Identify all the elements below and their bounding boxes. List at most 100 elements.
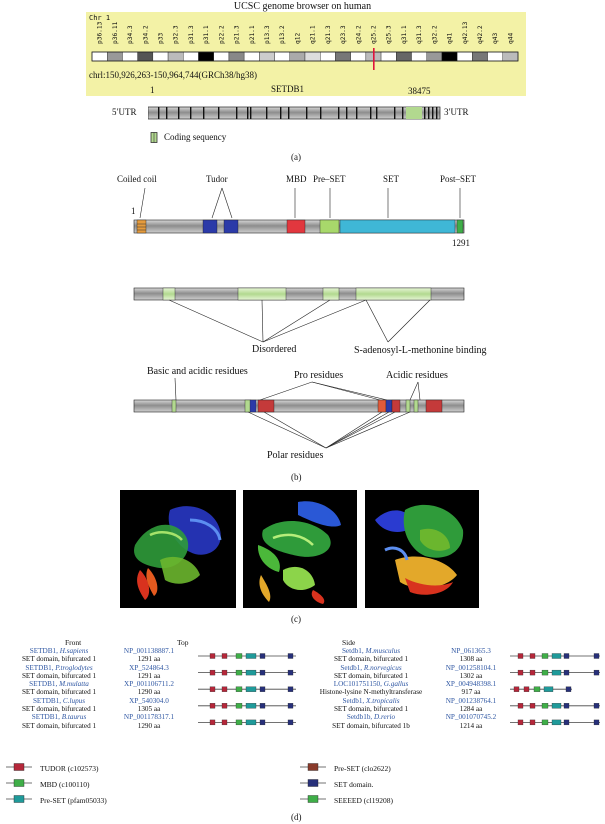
protein-domain-diagram bbox=[133, 187, 465, 234]
ortholog-description: SET domain, bifurcated 1 bbox=[21, 655, 97, 664]
ortholog-name[interactable]: Setdb1, X.tropicalis bbox=[342, 696, 400, 705]
ortholog-description: SET domain, bifurcated 1 bbox=[21, 671, 97, 680]
band-label: p13.2 bbox=[279, 25, 286, 44]
three-prime-utr-label: 3′UTR bbox=[444, 107, 469, 117]
ortholog-name[interactable]: Setdb1, R.norvegicus bbox=[340, 663, 402, 672]
ortholog-name[interactable]: SETDB1, C.lupus bbox=[32, 696, 86, 705]
view-label-front: Front bbox=[65, 638, 82, 647]
exon-mark bbox=[436, 107, 438, 119]
ucsc-header: UCSC genome browser on human bbox=[233, 1, 372, 12]
chromosome-band bbox=[502, 51, 519, 62]
panel-c-caption: (c) bbox=[291, 614, 301, 624]
domain-box bbox=[541, 669, 549, 676]
band-label: p21.3 bbox=[234, 25, 241, 44]
domain-box bbox=[565, 686, 572, 692]
protein-length: 1302 aa bbox=[459, 671, 483, 680]
legend-item: SET domain. bbox=[300, 774, 373, 792]
band-label: q31.3 bbox=[416, 25, 423, 44]
legend-label: Pre-SET (pfam05033) bbox=[40, 796, 107, 805]
accession-link[interactable]: NP_061365.3 bbox=[451, 647, 491, 655]
protein-start-number: 1 bbox=[131, 206, 136, 216]
domain-box bbox=[593, 669, 600, 676]
accession-link[interactable]: NP_001178317.1 bbox=[123, 713, 175, 722]
accession-link[interactable]: NP_001070745.2 bbox=[445, 713, 497, 722]
legend-label: SET domain. bbox=[334, 780, 374, 789]
exon-mark bbox=[306, 107, 308, 119]
band-label: p36.11 bbox=[112, 21, 119, 44]
ortholog-description: Histone-lysine N-methyltransferase bbox=[319, 688, 423, 697]
domain-box bbox=[529, 669, 536, 676]
domain-box bbox=[287, 703, 294, 709]
legend-swatch-icon bbox=[300, 779, 326, 788]
accession-link[interactable]: XP_540304.0 bbox=[129, 696, 169, 705]
ortholog-description: SET domain, bifurcated 1 bbox=[333, 655, 409, 664]
gene-end-number: 38475 bbox=[408, 86, 431, 96]
chromosome-band bbox=[167, 51, 184, 62]
domain-box bbox=[541, 719, 549, 726]
legend-swatch-icon bbox=[300, 763, 326, 772]
domain-box bbox=[551, 653, 562, 659]
chromosome-band bbox=[320, 51, 336, 62]
domain-box bbox=[563, 669, 570, 676]
exon-mark bbox=[346, 107, 348, 119]
ortholog-description: SET domain, bifurcated 1 bbox=[21, 721, 97, 730]
basic-acidic-residues-label: Basic and acidic residues bbox=[147, 366, 248, 377]
domain-box bbox=[209, 653, 216, 659]
ortholog-name[interactable]: SETDB1, B.taurus bbox=[31, 713, 87, 722]
ortholog-name[interactable]: Setdb1b, D.rerio bbox=[346, 713, 396, 722]
ortholog-name[interactable]: SETDB1, P.troglodytes bbox=[25, 663, 93, 672]
domain-legend: TUDOR (c102573)Pre-SET (clo2622)MBD (c10… bbox=[0, 756, 605, 806]
ortholog-name[interactable]: LOC101751150, G.gallus bbox=[333, 680, 409, 689]
ortholog-name[interactable]: SETDB1, M.mulatta bbox=[29, 680, 89, 689]
exon-mark bbox=[236, 107, 238, 119]
accession-link[interactable]: XP_004948398.1 bbox=[445, 680, 497, 689]
structure-view-front bbox=[120, 490, 236, 608]
domain-box bbox=[259, 653, 266, 659]
exon-mark bbox=[178, 107, 180, 119]
protein-length: 1291 aa bbox=[137, 671, 161, 680]
chromosome-band bbox=[380, 51, 397, 62]
chromosome-band bbox=[456, 51, 473, 62]
chromosome-band bbox=[122, 51, 138, 62]
disordered-regions-diagram bbox=[133, 287, 465, 343]
domain-box bbox=[287, 719, 294, 726]
legend-item: MBD (c100110) bbox=[6, 774, 90, 792]
chromosome-band bbox=[274, 51, 290, 62]
accession-link[interactable]: NP_001258104.1 bbox=[445, 663, 497, 672]
structure-view-top bbox=[243, 490, 357, 608]
panel-d-caption: (d) bbox=[291, 812, 302, 822]
accession-link[interactable]: XP_524864.3 bbox=[129, 663, 169, 672]
domain-box bbox=[287, 669, 294, 676]
domain-box bbox=[235, 719, 243, 726]
chromosome-band bbox=[137, 51, 154, 62]
set-label: SET bbox=[383, 174, 400, 184]
exon-mark bbox=[218, 107, 220, 119]
accession-link[interactable]: NP_001138887.1 bbox=[123, 647, 175, 655]
accession-link[interactable]: XP_001106711.2 bbox=[124, 680, 174, 689]
band-label: p13.3 bbox=[264, 25, 271, 44]
chromosome-band bbox=[304, 51, 321, 62]
accession-link[interactable]: NP_001238764.1 bbox=[445, 696, 497, 705]
exon-mark bbox=[158, 107, 160, 119]
exon-mark bbox=[250, 107, 252, 119]
domain-box bbox=[221, 703, 228, 709]
exon-mark bbox=[247, 107, 249, 119]
band-label: p21.1 bbox=[249, 25, 256, 44]
domain-box bbox=[529, 703, 536, 709]
band-label: q12 bbox=[294, 33, 301, 44]
band-label: p32.3 bbox=[173, 25, 180, 44]
ortholog-name[interactable]: SETDB1, H.sapiens bbox=[29, 647, 89, 655]
band-label: p34.3 bbox=[127, 25, 134, 44]
ortholog-name[interactable]: Setdb1, M.musculus bbox=[341, 647, 401, 655]
domain-box bbox=[529, 653, 536, 659]
domain-box bbox=[221, 719, 228, 726]
band-label: q43 bbox=[492, 33, 499, 44]
coiled-coil-label: Coiled coil bbox=[117, 174, 157, 184]
polar-residues-label: Polar residues bbox=[267, 450, 324, 461]
